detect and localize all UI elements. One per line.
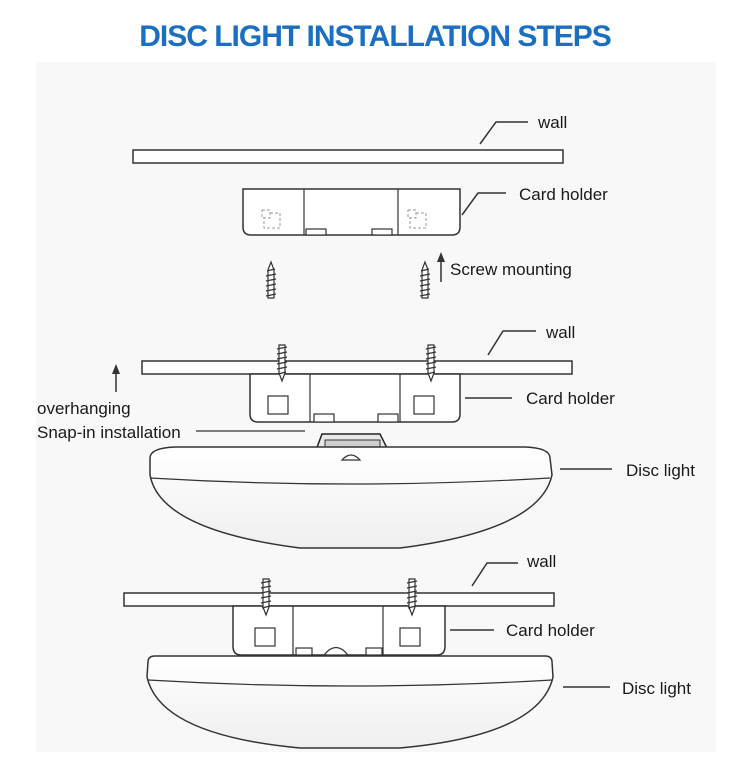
disc-light-label: Disc light	[622, 679, 691, 698]
screw-mounting-label: Screw mounting	[450, 260, 572, 279]
wall-label: wall	[537, 113, 567, 132]
card-holder-label: Card holder	[526, 389, 615, 408]
wall-plate	[123, 592, 555, 607]
page-title: DISC LIGHT INSTALLATION STEPS	[139, 20, 612, 53]
wall-leader-line	[487, 330, 536, 356]
wall-leader-line	[471, 562, 518, 587]
overhanging-label: overhanging	[37, 399, 131, 418]
step-2: wall Card holder overhanging Snap-in ins…	[37, 323, 695, 549]
wall-label: wall	[526, 552, 556, 571]
card-holder-leader-line	[461, 192, 506, 216]
wall-leader-line	[479, 121, 528, 145]
disc-light	[149, 446, 553, 549]
step-3: wall Card holder Disc light	[123, 552, 691, 749]
wall-label: wall	[545, 323, 575, 342]
card-holder-label: Card holder	[506, 621, 595, 640]
wall-plate	[141, 360, 573, 375]
step-1: wall Card holder Screw mounting	[132, 113, 608, 299]
card-holder-label: Card holder	[519, 185, 608, 204]
disc-light	[146, 655, 554, 749]
up-arrow-icon	[112, 364, 120, 392]
card-holder	[242, 188, 461, 236]
up-arrow-icon	[437, 252, 445, 282]
card-holder	[232, 605, 446, 656]
disc-light-label: Disc light	[626, 461, 695, 480]
snap-in-label: Snap-in installation	[37, 423, 181, 442]
wall-plate	[132, 149, 564, 164]
card-holder	[249, 373, 461, 423]
